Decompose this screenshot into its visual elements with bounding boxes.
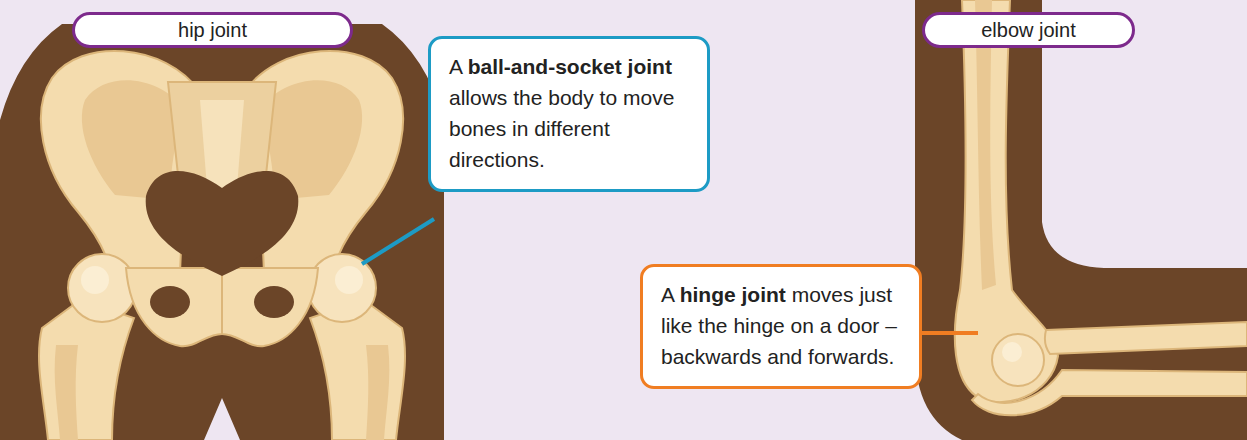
leader-line — [362, 219, 434, 264]
callout-text: A ball-and-socket joint allows the body … — [449, 51, 691, 175]
joint-name: hip joint — [178, 18, 247, 42]
title-pill: elbow joint — [922, 12, 1135, 48]
leader-line — [922, 331, 978, 335]
body-silhouette — [0, 24, 444, 440]
title-pill: hip joint — [72, 12, 353, 48]
joint-name: elbow joint — [981, 18, 1076, 42]
pelvic-opening — [146, 171, 299, 276]
callout-box: A hinge joint moves just like the hinge … — [640, 264, 922, 389]
arm-silhouette — [915, 0, 1247, 440]
humerus-bone — [955, 0, 1058, 402]
elbow-condyle — [992, 334, 1044, 386]
radius-bone — [1045, 322, 1247, 354]
callout-box: A ball-and-socket joint allows the body … — [428, 36, 710, 192]
callout-text: A hinge joint moves just like the hinge … — [661, 279, 903, 372]
